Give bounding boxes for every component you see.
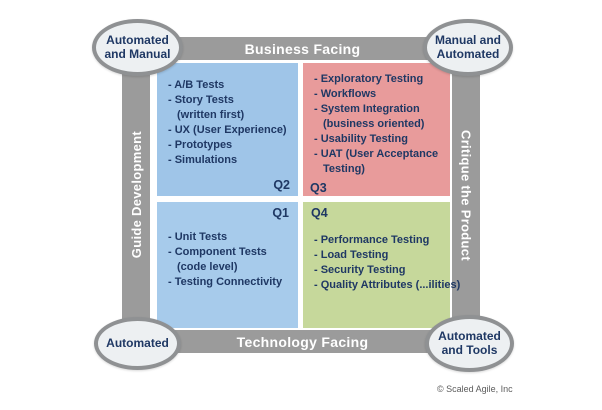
oval-automated-and-tools-label: Automated and Tools bbox=[438, 328, 501, 357]
quadrant-list-item: - Quality Attributes (...ilities) bbox=[314, 279, 461, 291]
guide-development-label: Guide Development bbox=[128, 131, 144, 259]
quadrant-list-item: - UAT (User Acceptance bbox=[314, 148, 439, 160]
quadrant-list-item: (written first) bbox=[177, 109, 245, 121]
technology-facing-label: Technology Facing bbox=[236, 333, 369, 350]
quadrant-q3-list: - Exploratory Testing - Workflows - System… bbox=[303, 72, 448, 177]
quadrant-q1-list: - Unit Tests - Component Tests (code level… bbox=[157, 230, 296, 290]
quadrant-q1-label: Q1 bbox=[272, 206, 289, 220]
quadrant-list-item: (code level) bbox=[177, 261, 238, 273]
oval-automated: Automated bbox=[94, 317, 181, 370]
oval-automated-and-tools: Automated and Tools bbox=[425, 315, 514, 372]
technology-facing-bar: Technology Facing bbox=[137, 330, 468, 353]
quadrant-q2: - A/B Tests - Story Tests (written first) -… bbox=[157, 63, 298, 196]
guide-development-bar: Guide Development bbox=[122, 45, 150, 345]
quadrant-q3: - Exploratory Testing - Workflows - System… bbox=[303, 63, 450, 196]
oval-automated-and-manual: Automated and Manual bbox=[92, 19, 183, 76]
quadrant-list-item: - UX (User Experience) bbox=[168, 124, 287, 136]
quadrant-list-item: - Prototypes bbox=[168, 139, 233, 151]
quadrant-q1: - Unit Tests - Component Tests (code level… bbox=[157, 202, 298, 328]
critique-product-label: Critique the Product bbox=[458, 129, 474, 261]
quadrant-list-item: - Story Tests bbox=[168, 94, 234, 106]
quadrant-list-item: - Usability Testing bbox=[314, 133, 408, 145]
oval-automated-and-manual-label: Automated and Manual bbox=[104, 32, 171, 61]
quadrant-q2-list: - A/B Tests - Story Tests (written first) -… bbox=[157, 78, 296, 168]
quadrant-list-item: - Unit Tests bbox=[168, 231, 228, 243]
quadrant-list-item: - Performance Testing bbox=[314, 234, 430, 246]
quadrant-list-item: Testing) bbox=[323, 163, 365, 175]
quadrant-q4: - Performance Testing - Load Testing - Sec… bbox=[303, 202, 461, 328]
quadrant-list-item: - Testing Connectivity bbox=[168, 276, 283, 288]
business-facing-label: Business Facing bbox=[244, 40, 361, 57]
business-facing-bar: Business Facing bbox=[137, 37, 468, 60]
oval-manual-and-automated: Manual and Automated bbox=[423, 19, 513, 76]
critique-product-bar: Critique the Product bbox=[452, 45, 480, 345]
quadrant-q4-list: - Performance Testing - Load Testing - Sec… bbox=[303, 233, 461, 293]
quadrant-list-item: - Exploratory Testing bbox=[314, 73, 424, 85]
quadrant-list-item: - Component Tests bbox=[168, 246, 267, 258]
quadrant-q3-label: Q3 bbox=[310, 181, 327, 195]
quadrant-list-item: - System Integration bbox=[314, 103, 420, 115]
quadrant-list-item: - Workflows bbox=[314, 88, 377, 100]
quadrant-list-item: - A/B Tests bbox=[168, 79, 225, 91]
quadrant-list-item: - Load Testing bbox=[314, 249, 389, 261]
copyright-text: © Scaled Agile, Inc bbox=[437, 384, 513, 394]
quadrant-list-item: (business oriented) bbox=[323, 118, 425, 130]
oval-manual-and-automated-label: Manual and Automated bbox=[434, 32, 501, 61]
quadrant-q4-label: Q4 bbox=[311, 206, 328, 220]
quadrant-list-item: - Security Testing bbox=[314, 264, 406, 276]
quadrant-q2-label: Q2 bbox=[273, 178, 290, 192]
quadrant-list-item: - Simulations bbox=[168, 154, 238, 166]
oval-automated-label: Automated bbox=[106, 335, 169, 350]
